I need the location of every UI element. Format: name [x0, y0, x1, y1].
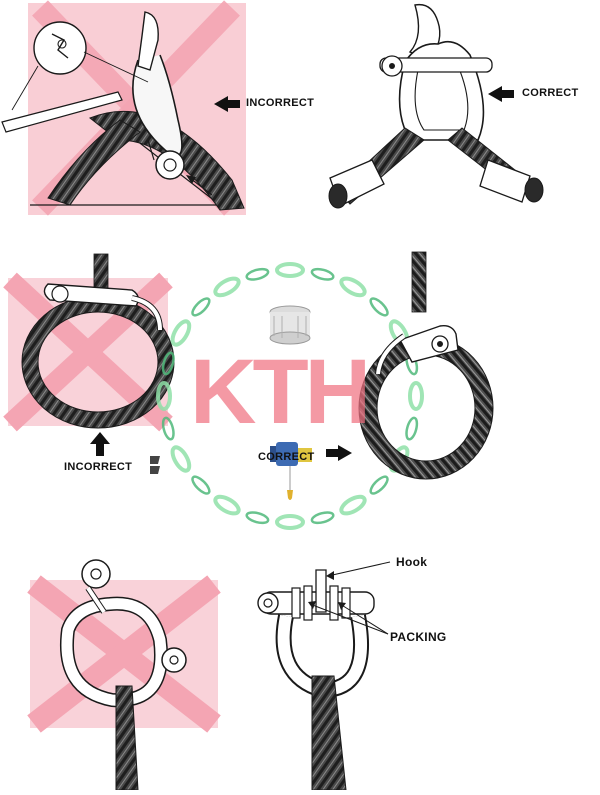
wire-rope-vertical [412, 252, 426, 312]
chain-link [213, 493, 242, 516]
chain-link [190, 296, 212, 318]
chain-link [339, 493, 368, 516]
shackle-body [400, 42, 484, 140]
label-correct-top: CORRECT [522, 87, 579, 99]
panel-middle-left-incorrect [8, 254, 174, 428]
label-hook: Hook [396, 555, 427, 569]
panel-middle-right-correct [359, 252, 493, 479]
wire-rope-loop [368, 346, 484, 470]
chain-link [169, 445, 192, 474]
panel-bottom-right-correct [258, 562, 390, 790]
hook [316, 570, 326, 612]
chain-link [405, 417, 419, 441]
arrow-left-icon [488, 86, 514, 102]
arrow-up-icon [90, 432, 110, 456]
label-incorrect-middle: INCORRECT [64, 461, 132, 473]
chain-link [410, 383, 422, 409]
chain-link [368, 296, 390, 318]
label-correct-middle: CORRECT [258, 451, 315, 463]
chain-link [161, 417, 175, 441]
packing-spacer [330, 586, 338, 620]
chain-link [311, 511, 335, 525]
label-packing: PACKING [390, 630, 447, 644]
rope-clip-icon [150, 456, 160, 474]
chain-link [246, 267, 270, 281]
packing-spacer [292, 588, 300, 618]
shackle-pin-eye [156, 151, 184, 179]
chain-link [311, 267, 335, 281]
kth-watermark: KTH [190, 340, 367, 445]
chain-link [190, 474, 212, 496]
arrow-right-icon [326, 445, 352, 461]
panel-bottom-left-incorrect [30, 560, 218, 790]
panel-top-right-correct [329, 5, 543, 208]
panel-top-left-incorrect [2, 3, 246, 215]
chain-link [339, 275, 368, 298]
chain-link [368, 474, 390, 496]
wire-reel-icon [270, 306, 310, 344]
label-incorrect-top: INCORRECT [246, 97, 314, 109]
chain-link [246, 511, 270, 525]
chain-link [277, 264, 303, 276]
chain-link [213, 275, 242, 298]
chain-link [277, 516, 303, 528]
